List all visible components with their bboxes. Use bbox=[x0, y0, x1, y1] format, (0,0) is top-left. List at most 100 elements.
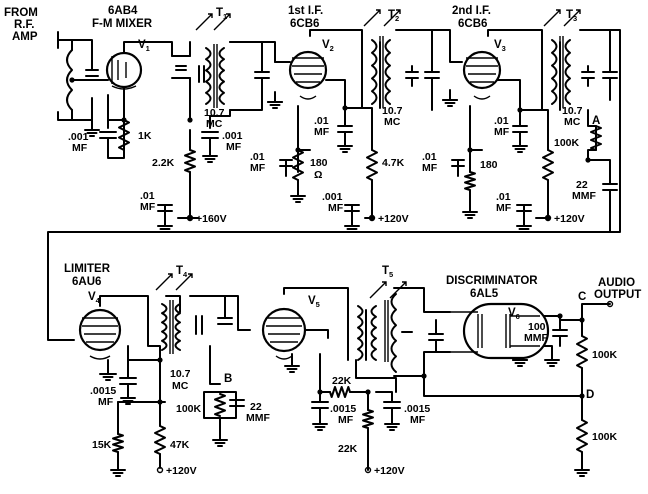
resistor-icon bbox=[590, 125, 602, 151]
c-v6-a-unit: MF bbox=[338, 414, 354, 426]
c-mix-grid-unit: MF bbox=[72, 142, 88, 154]
c-t1-sec-value: .001 bbox=[222, 130, 243, 142]
v1-type: 6AB4 bbox=[108, 5, 138, 17]
junction-dot bbox=[579, 317, 585, 323]
output-label-2: OUTPUT bbox=[594, 289, 641, 301]
transformer-core-icon bbox=[559, 36, 564, 108]
tube-v3: V3 bbox=[462, 39, 506, 100]
c-t3-sec-value: 22 bbox=[576, 179, 588, 191]
labels: FROM R.F. AMP 6AB4 F-M MIXER 1st I.F. 6C… bbox=[4, 5, 641, 477]
v4-role: LIMITER bbox=[64, 263, 111, 275]
tube-v5: V5 bbox=[261, 295, 320, 360]
t2-label: T2 bbox=[388, 9, 399, 23]
resistor-icon bbox=[214, 393, 226, 417]
junction-dot bbox=[369, 215, 375, 221]
c-mix-grid-value: .001 bbox=[68, 131, 89, 143]
coil-icon bbox=[390, 293, 397, 373]
junction-dot bbox=[545, 215, 551, 221]
r-mix-grid-value: 1K bbox=[138, 130, 152, 142]
point-b: B bbox=[224, 373, 232, 385]
svg-text:V1: V1 bbox=[138, 39, 150, 53]
c-v2-cath-value: .01 bbox=[250, 151, 265, 163]
junction-dots bbox=[69, 77, 591, 405]
t1-label: T1 bbox=[216, 7, 227, 21]
junction-dot bbox=[579, 393, 585, 399]
c-v3-scr-value: .01 bbox=[494, 115, 509, 127]
ground-icon bbox=[574, 469, 590, 477]
t3-freq-unit: MC bbox=[564, 116, 581, 128]
point-d: D bbox=[586, 389, 594, 401]
ground-icon bbox=[110, 469, 126, 477]
transformer-core-icon bbox=[169, 300, 174, 354]
junction-dot bbox=[585, 157, 591, 163]
ground-icon bbox=[84, 129, 100, 137]
c-out-value: 100 bbox=[528, 321, 546, 333]
transformer-core-icon bbox=[213, 44, 218, 108]
c-v3-cath-value: .01 bbox=[422, 151, 437, 163]
t1-freq: 10.7 bbox=[204, 107, 225, 119]
r-v3-plate-value: 100K bbox=[554, 137, 580, 149]
c-out-unit: MMF bbox=[524, 332, 548, 344]
r-v4-a-value: 15K bbox=[92, 439, 112, 451]
supply-v6: +120V bbox=[374, 465, 405, 477]
resistor-icon bbox=[154, 425, 166, 455]
tube-v1: V1 bbox=[105, 39, 150, 90]
point-c: C bbox=[578, 291, 586, 303]
wires-bottom-row bbox=[99, 287, 611, 471]
resistor-icon bbox=[464, 171, 476, 191]
svg-text:V4: V4 bbox=[88, 291, 101, 305]
c-v2-scr-unit: MF bbox=[314, 126, 330, 138]
junction-dot bbox=[421, 373, 427, 379]
r-mix-plate-value: 2.2K bbox=[152, 157, 175, 169]
junction-dot bbox=[187, 117, 193, 123]
transformer-core-icon bbox=[384, 300, 389, 362]
c-v2-byp-value: .001 bbox=[322, 191, 343, 203]
c-t3-sec-unit: MMF bbox=[572, 190, 596, 202]
c-mix-byp-unit: MF bbox=[140, 201, 156, 213]
tube-v4: V4 bbox=[78, 291, 122, 360]
coil-icon bbox=[370, 305, 377, 361]
resistor-icon bbox=[362, 409, 374, 429]
t2-freq-unit: MC bbox=[384, 116, 401, 128]
transformer-core-icon bbox=[379, 36, 384, 108]
c-v2-scr-value: .01 bbox=[314, 115, 329, 127]
junction-dot bbox=[342, 105, 348, 111]
resistors bbox=[112, 119, 602, 455]
t3-label: T3 bbox=[566, 9, 577, 23]
transformer-coils bbox=[161, 36, 571, 373]
r-v2-plate-value: 4.7K bbox=[382, 157, 405, 169]
junction-dot bbox=[157, 357, 163, 363]
junction-dot bbox=[187, 215, 193, 221]
coil-icon bbox=[371, 39, 378, 105]
junction-dot bbox=[121, 117, 127, 123]
r-v4-b-value: 47K bbox=[170, 439, 190, 451]
ground-icon bbox=[516, 225, 532, 233]
resistor-icon bbox=[292, 149, 304, 181]
c-mix-byp-value: .01 bbox=[140, 190, 155, 202]
ground-icon bbox=[512, 359, 528, 367]
resistor-icon bbox=[366, 149, 378, 181]
junction-dot bbox=[69, 77, 75, 83]
r-v2-cath-unit: Ω bbox=[314, 169, 322, 181]
c-v4-scr-unit: MF bbox=[98, 396, 114, 408]
ground-icon bbox=[344, 225, 360, 233]
r-v3-cath-value: 180 bbox=[480, 159, 498, 171]
resistor-icon bbox=[184, 149, 196, 173]
resistor-icon bbox=[118, 119, 130, 151]
point-a: A bbox=[592, 115, 600, 127]
coil-icon bbox=[205, 47, 212, 105]
ground-icon bbox=[284, 365, 300, 373]
t1-freq-unit: MC bbox=[206, 118, 223, 130]
coil-icon bbox=[357, 305, 364, 361]
resistor-icon bbox=[576, 335, 588, 369]
t2-freq: 10.7 bbox=[382, 105, 403, 117]
c-t4-sec-value: 22 bbox=[250, 401, 262, 413]
r-t4-sec-value: 100K bbox=[176, 403, 202, 415]
junction-dot bbox=[157, 399, 163, 405]
ground-symbols bbox=[84, 99, 590, 477]
input-label-1: FROM bbox=[4, 7, 38, 19]
c-t1-sec-unit: MF bbox=[226, 141, 242, 153]
coil-icon bbox=[218, 47, 225, 105]
